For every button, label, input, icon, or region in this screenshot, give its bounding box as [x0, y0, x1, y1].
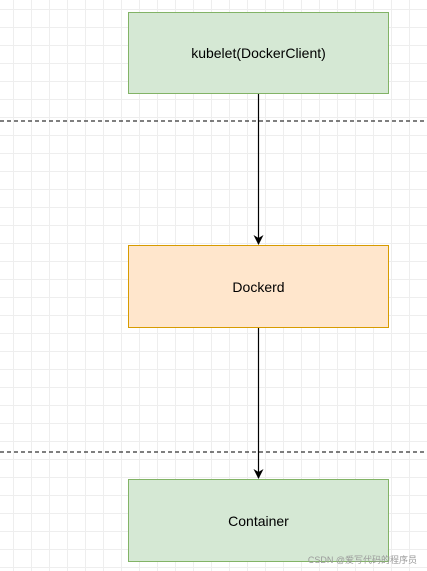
kubelet-node-label: kubelet(DockerClient) [191, 45, 326, 61]
dockerd-node-label: Dockerd [232, 278, 285, 295]
container-node-label: Container [228, 512, 289, 529]
kubelet-node[interactable]: kubelet(DockerClient) [128, 12, 389, 94]
watermark: CSDN @爱写代码的程序员 [307, 555, 417, 565]
container-node[interactable]: Container [128, 479, 389, 562]
dockerd-node[interactable]: Dockerd [128, 245, 389, 328]
